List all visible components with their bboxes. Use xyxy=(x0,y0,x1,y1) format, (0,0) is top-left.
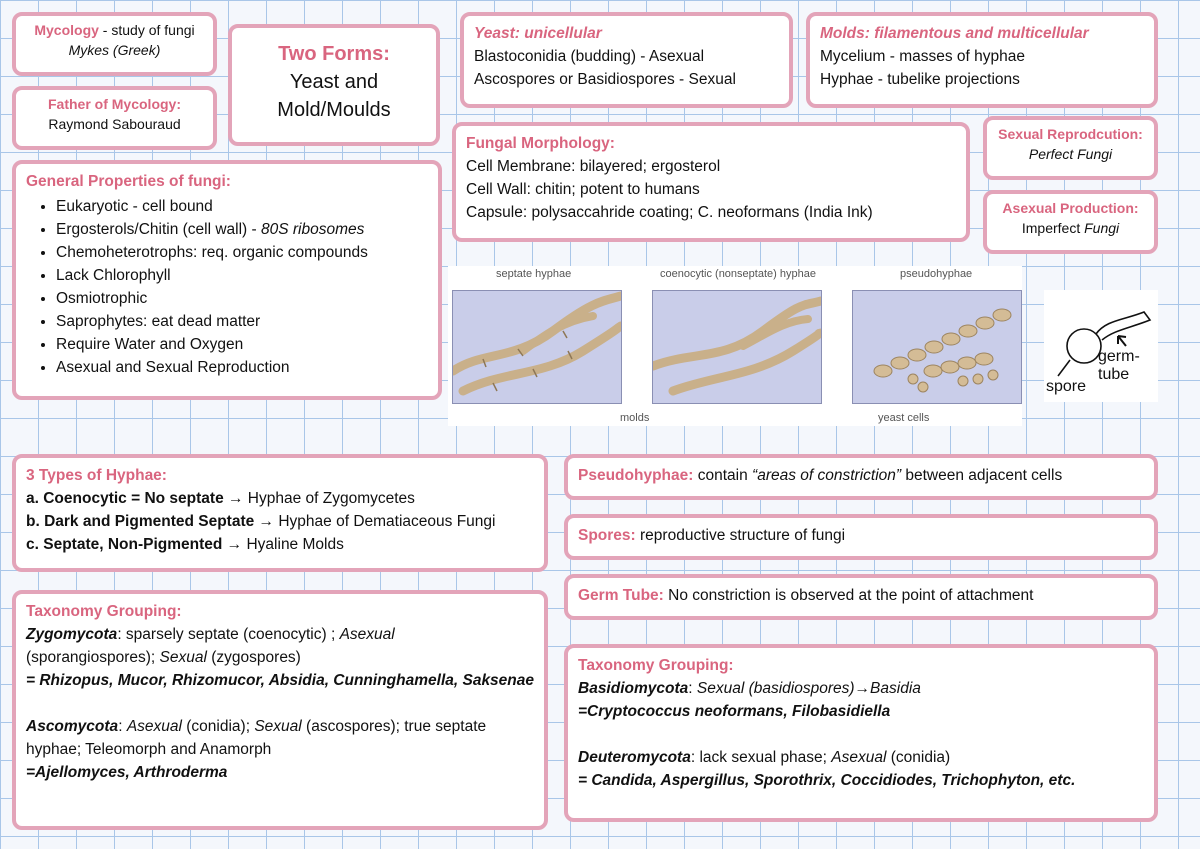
morphology-title: Fungal Morphology: xyxy=(466,135,615,152)
mycology-definition: - study of fungi xyxy=(98,22,195,38)
figure-label-pseudohyphae: pseudohyphae xyxy=(900,268,973,280)
hyphae-types-box: 3 Types of Hyphae: a. Coenocytic = No se… xyxy=(12,454,548,572)
molds-line1: Mycelium - masses of hyphae xyxy=(820,48,1026,65)
deuteromycota-line: Deuteromycota: lack sexual phase; Asexua… xyxy=(578,749,951,766)
yeast-box: Yeast: unicellular Blastoconidia (buddin… xyxy=(460,12,793,108)
hyphae-type-c: c. Septate, Non-Pigmented → Hyaline Mold… xyxy=(26,536,344,553)
pseudohyphae-italic: “areas of constriction” xyxy=(752,467,902,484)
germ-tube-figure: germ-tube spore xyxy=(1044,290,1158,402)
yeast-title: Yeast: unicellular xyxy=(474,25,602,42)
two-forms-title: Two Forms: xyxy=(278,43,390,65)
figure-label-coenocytic: coenocytic (nonseptate) hyphae xyxy=(660,268,816,280)
basidiomycota-examples: =Cryptococcus neoformans, Filobasidiella xyxy=(578,703,891,720)
two-forms-box: Two Forms: Yeast and Mold/Moulds xyxy=(228,24,440,146)
sexual-title: Sexual Reprodcution: xyxy=(998,126,1143,142)
general-item: Require Water and Oxygen xyxy=(56,333,428,356)
septate-hyphae-image xyxy=(448,290,626,404)
figure-label-septate: septate hyphae xyxy=(496,268,572,280)
father-title: Father of Mycology: xyxy=(47,96,181,112)
taxonomy-right-title: Taxonomy Grouping: xyxy=(578,657,734,674)
spores-title: Spores: xyxy=(578,527,636,544)
general-title: General Properties of fungi: xyxy=(26,173,231,190)
ascomycota-examples: =Ajellomyces, Arthroderma xyxy=(26,764,228,781)
ascomycota-line2: hyphae; Teleomorph and Anamorph xyxy=(26,741,272,758)
coenocytic-hyphae-drawing xyxy=(648,296,826,396)
mycology-box: Mycology - study of fungi Mykes (Greek) xyxy=(12,12,217,76)
zygomycota-line: Zygomycota: sparsely septate (coenocytic… xyxy=(26,626,395,643)
general-properties-box: General Properties of fungi: Eukaryotic … xyxy=(12,160,442,400)
general-item: Lack Chlorophyll xyxy=(56,264,428,287)
taxonomy-left-title: Taxonomy Grouping: xyxy=(26,603,182,620)
zygomycota-line2: (sporangiospores); Sexual (zygospores) xyxy=(26,649,301,666)
mycology-origin: Mykes (Greek) xyxy=(68,42,161,58)
two-forms-line2: Mold/Moulds xyxy=(277,99,391,121)
father-box: Father of Mycology: Raymond Sabouraud xyxy=(12,86,217,150)
germ-tube-title: Germ Tube: xyxy=(578,587,664,604)
spore-label: spore xyxy=(1046,378,1087,395)
pseudohyphae-image xyxy=(852,290,1022,404)
general-item: Eukaryotic - cell bound xyxy=(56,195,428,218)
general-item: Chemoheterotrophs: req. organic compound… xyxy=(56,241,428,264)
taxonomy-left-box: Taxonomy Grouping: Zygomycota: sparsely … xyxy=(12,590,548,830)
asexual-box: Asexual Production: Imperfect Fungi xyxy=(983,190,1158,254)
zygomycota-examples: = Rhizopus, Mucor, Rhizomucor, Absidia, … xyxy=(26,672,535,689)
pseudohyphae-box: Pseudohyphae: contain “areas of constric… xyxy=(564,454,1158,500)
taxonomy-right-box: Taxonomy Grouping: Basidiomycota: Sexual… xyxy=(564,644,1158,822)
mycology-term: Mycology xyxy=(34,22,99,38)
hyphae-type-b: b. Dark and Pigmented Septate → Hyphae o… xyxy=(26,513,496,530)
molds-title: Molds: filamentous and multicellular xyxy=(820,25,1089,42)
asexual-value: Imperfect Fungi xyxy=(1021,220,1120,236)
general-item: Asexual and Sexual Reproduction xyxy=(56,356,428,379)
spores-box: Spores: reproductive structure of fungi xyxy=(564,514,1158,560)
morphology-line1: Cell Membrane: bilayered; ergosterol xyxy=(466,158,721,175)
germ-tube-text: No constriction is observed at the point… xyxy=(663,587,1034,604)
molds-line2: Hyphae - tubelike projections xyxy=(820,71,1020,88)
ascomycota-line: Ascomycota: Asexual (conidia); Sexual (a… xyxy=(26,718,487,735)
general-item: Saprophytes: eat dead matter xyxy=(56,310,428,333)
father-name: Raymond Sabouraud xyxy=(48,116,181,132)
molds-box: Molds: filamentous and multicellular Myc… xyxy=(806,12,1158,108)
basidiomycota-line: Basidiomycota: Sexual (basidiospores)→Ba… xyxy=(578,680,921,697)
yeast-line1: Blastoconidia (budding) - Asexual xyxy=(474,48,705,65)
septate-hyphae-drawing xyxy=(448,291,626,396)
general-list: Eukaryotic - cell bound Ergosterols/Chit… xyxy=(26,195,428,379)
sexual-box: Sexual Reprodcution: Perfect Fungi xyxy=(983,116,1158,180)
germ-tube-box: Germ Tube: No constriction is observed a… xyxy=(564,574,1158,620)
deuteromycota-examples: = Candida, Aspergillus, Sporothrix, Cocc… xyxy=(578,772,1076,789)
hyphae-types-title: 3 Types of Hyphae: xyxy=(26,467,167,484)
asexual-title: Asexual Production: xyxy=(1002,200,1139,216)
germ-tube-drawing xyxy=(1057,311,1152,377)
figure-label-yeast-cells: yeast cells xyxy=(878,412,930,424)
sexual-value: Perfect Fungi xyxy=(1028,146,1113,162)
general-item: Osmiotrophic xyxy=(56,287,428,310)
coenocytic-hyphae-image xyxy=(648,290,826,404)
two-forms-line1: Yeast and xyxy=(289,71,379,93)
yeast-line2: Ascospores or Basidiospores - Sexual xyxy=(474,71,736,88)
hyphae-figure: septate hyphae coenocytic (nonseptate) h… xyxy=(448,266,1022,426)
general-item: Ergosterols/Chitin (cell wall) - 80S rib… xyxy=(56,218,428,241)
morphology-line2: Cell Wall: chitin; potent to humans xyxy=(466,181,700,198)
pseudohyphae-drawing xyxy=(873,308,1012,393)
germ-tube-label: germ-tube xyxy=(1098,348,1140,383)
morphology-box: Fungal Morphology: Cell Membrane: bilaye… xyxy=(452,122,970,242)
spores-text: reproductive structure of fungi xyxy=(635,527,846,544)
pseudohyphae-title: Pseudohyphae: xyxy=(578,467,694,484)
hyphae-type-a: a. Coenocytic = No septate → Hyphae of Z… xyxy=(26,490,415,507)
morphology-line3: Capsule: polysaccahride coating; C. neof… xyxy=(466,204,873,221)
figure-label-molds: molds xyxy=(620,412,650,424)
